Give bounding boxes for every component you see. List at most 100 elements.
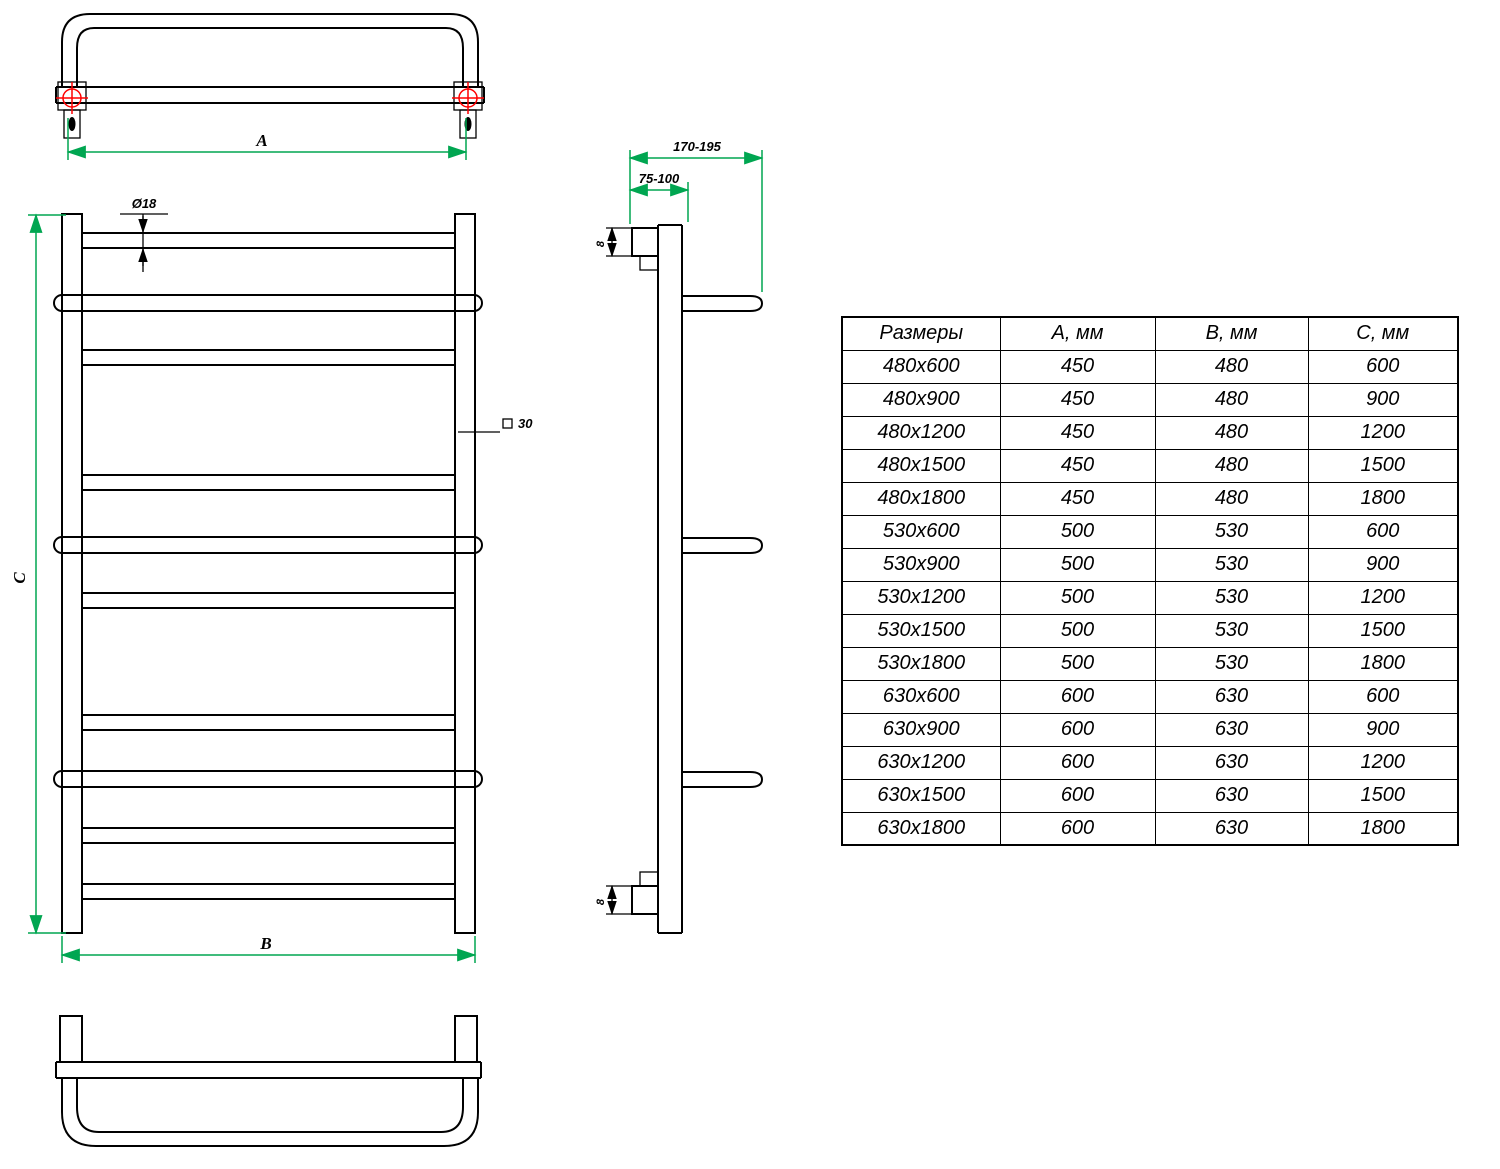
table-cell: 630x600 — [841, 679, 1001, 714]
table-cell: 600 — [1307, 514, 1459, 549]
table-cell: 450 — [999, 448, 1156, 483]
table-cell: 530x1500 — [841, 613, 1001, 648]
dimension-a — [66, 118, 468, 160]
table-cell: 500 — [999, 514, 1156, 549]
table-cell: 1500 — [1307, 613, 1459, 648]
dimension-wall-offset — [628, 182, 690, 222]
table-cell: 500 — [999, 547, 1156, 582]
table-cell: 480x600 — [841, 349, 1001, 384]
dimension-c — [28, 213, 66, 935]
table-cell: 480 — [1154, 349, 1309, 384]
table-cell: 630 — [1154, 712, 1309, 747]
table-cell: 450 — [999, 382, 1156, 417]
table-cell: 600 — [1307, 349, 1459, 384]
table-cell: 480x900 — [841, 382, 1001, 417]
dimension-radius-bottom — [606, 884, 632, 916]
table-cell: 530 — [1154, 646, 1309, 681]
mount-crosshair-left — [56, 82, 88, 114]
table-cell: 450 — [999, 349, 1156, 384]
table-cell: 900 — [1307, 382, 1459, 417]
table-cell: 1500 — [1307, 778, 1459, 813]
tube-diameter-dim — [120, 213, 168, 272]
table-cell: 450 — [999, 415, 1156, 450]
top-view: А — [55, 13, 485, 160]
table-cell: 600 — [999, 811, 1156, 846]
bottom-view — [55, 1015, 482, 1147]
table-cell: 600 — [1307, 679, 1459, 714]
table-cell: 530 — [1154, 580, 1309, 615]
table-cell: 450 — [999, 481, 1156, 516]
table-cell: 630 — [1154, 679, 1309, 714]
table-cell: 1200 — [1307, 580, 1459, 615]
right-post — [454, 213, 476, 934]
header-c-mm: С, мм — [1307, 316, 1459, 351]
table-cell: 900 — [1307, 547, 1459, 582]
table-cell: 630 — [1154, 778, 1309, 813]
table-cell: 500 — [999, 580, 1156, 615]
table-cell: 530x600 — [841, 514, 1001, 549]
left-post — [61, 213, 83, 934]
table-cell: 630x1200 — [841, 745, 1001, 780]
rungs — [82, 232, 455, 900]
table-cell: 480 — [1154, 448, 1309, 483]
wall-offset-label: 75-100 — [639, 171, 680, 186]
tube-diameter-label: Ø18 — [132, 196, 157, 211]
square-profile-dim — [458, 418, 513, 433]
table-cell: 1200 — [1307, 745, 1459, 780]
side-bracket-bottom — [631, 871, 659, 915]
table-cell: 530 — [1154, 547, 1309, 582]
dimension-a-label: А — [255, 131, 267, 150]
extended-rungs — [53, 294, 483, 788]
dimension-radius-top — [606, 226, 632, 258]
table-cell: 900 — [1307, 712, 1459, 747]
table-cell: 530x900 — [841, 547, 1001, 582]
table-cell: 630 — [1154, 811, 1309, 846]
table-cell: 1800 — [1307, 811, 1459, 846]
side-bracket-top — [631, 227, 659, 271]
table-cell: 480x1500 — [841, 448, 1001, 483]
table-cell: 600 — [999, 745, 1156, 780]
dimension-b-label: В — [259, 934, 271, 953]
table-cell: 630x900 — [841, 712, 1001, 747]
table-cell: 630 — [1154, 745, 1309, 780]
header-a-mm: А, мм — [999, 316, 1156, 351]
table-cell: 530x1800 — [841, 646, 1001, 681]
table-cell: 630x1800 — [841, 811, 1001, 846]
radius-bottom-label: 8 — [595, 898, 607, 905]
header-b-mm: В, мм — [1154, 316, 1309, 351]
towel-rail-technical-drawing: А — [10, 13, 764, 1147]
table-cell: 600 — [999, 712, 1156, 747]
table-cell: 500 — [999, 646, 1156, 681]
side-rungs — [682, 295, 764, 788]
table-header-row: Размеры А, мм В, мм С, мм — [841, 316, 1459, 351]
dimension-c-label: С — [10, 572, 29, 584]
table-cell: 1800 — [1307, 646, 1459, 681]
square-profile-label: 30 — [518, 416, 533, 431]
table-cell: 480 — [1154, 481, 1309, 516]
table-cell: 480x1200 — [841, 415, 1001, 450]
table-cell: 1800 — [1307, 481, 1459, 516]
table-cell: 480 — [1154, 415, 1309, 450]
dimension-b — [60, 936, 477, 963]
table-cell: 600 — [999, 778, 1156, 813]
table-cell: 530 — [1154, 613, 1309, 648]
table-cell: 480x1800 — [841, 481, 1001, 516]
table-cell: 600 — [999, 679, 1156, 714]
radius-top-label: 8 — [595, 240, 607, 247]
table-cell: 1200 — [1307, 415, 1459, 450]
